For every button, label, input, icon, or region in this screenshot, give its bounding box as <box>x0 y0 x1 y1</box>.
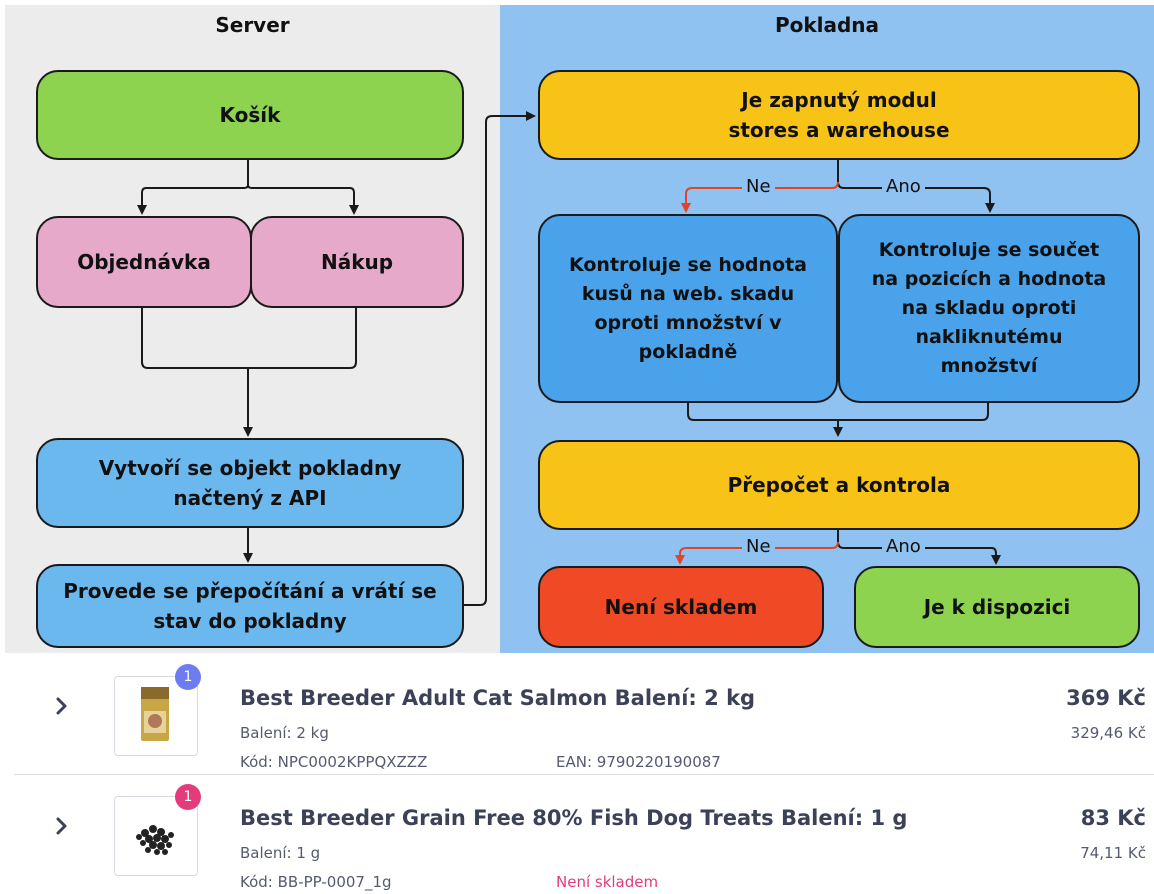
chevron-right-icon[interactable] <box>50 694 74 718</box>
node-nakup: Nákup <box>250 216 464 308</box>
edge-label-ne-2: Ne <box>742 536 775 557</box>
node-vytvori: Vytvoří se objekt pokladny načtený z API <box>36 438 464 528</box>
cart-list: 1 Best Breeder Adult Cat Salmon Balení: … <box>14 656 1154 894</box>
product-ean: EAN: 9790220190087 <box>556 753 721 771</box>
pokladna-zone-title: Pokladna <box>774 13 880 37</box>
node-kontrola-web: Kontroluje se hodnota kusů na web. skadu… <box>538 214 838 403</box>
node-objednavka: Objednávka <box>36 216 252 308</box>
node-kontrola-soucet: Kontroluje se součet na pozicích a hodno… <box>838 214 1140 403</box>
node-prepocet: Přepočet a kontrola <box>538 440 1140 530</box>
node-kosik: Košík <box>36 70 464 160</box>
server-zone-title: Server <box>215 13 290 37</box>
product-price: 83 Kč <box>1080 806 1146 830</box>
product-price-net: 329,46 Kč <box>1070 724 1146 742</box>
product-title[interactable]: Best Breeder Grain Free 80% Fish Dog Tre… <box>240 806 908 830</box>
node-neni-skladem: Není skladem <box>538 566 824 648</box>
chevron-right-icon[interactable] <box>50 814 74 838</box>
edge-label-ano-2: Ano <box>882 536 925 557</box>
product-title[interactable]: Best Breeder Adult Cat Salmon Balení: 2 … <box>240 686 756 710</box>
quantity-badge: 1 <box>175 784 201 810</box>
cart-row: 1 Best Breeder Adult Cat Salmon Balení: … <box>14 656 1154 775</box>
product-variant: Balení: 1 g <box>240 844 321 862</box>
product-price-net: 74,11 Kč <box>1080 844 1146 862</box>
node-je-k-dispozici: Je k dispozici <box>854 566 1140 648</box>
stock-status: Není skladem <box>556 873 659 891</box>
product-code: Kód: NPC0002KPPQXZZZ <box>240 753 428 771</box>
cart-row: 1 Best Breeder Grain Free 80% Fish Dog T… <box>14 776 1154 894</box>
product-variant: Balení: 2 kg <box>240 724 329 742</box>
edge-label-ne-1: Ne <box>742 176 775 197</box>
product-price: 369 Kč <box>1066 686 1146 710</box>
node-provede: Provede se přepočítání a vrátí se stav d… <box>36 564 464 648</box>
quantity-badge: 1 <box>175 664 201 690</box>
edge-label-ano-1: Ano <box>882 176 925 197</box>
product-code: Kód: BB-PP-0007_1g <box>240 873 392 891</box>
node-modul: Je zapnutý modul stores a warehouse <box>538 70 1140 160</box>
